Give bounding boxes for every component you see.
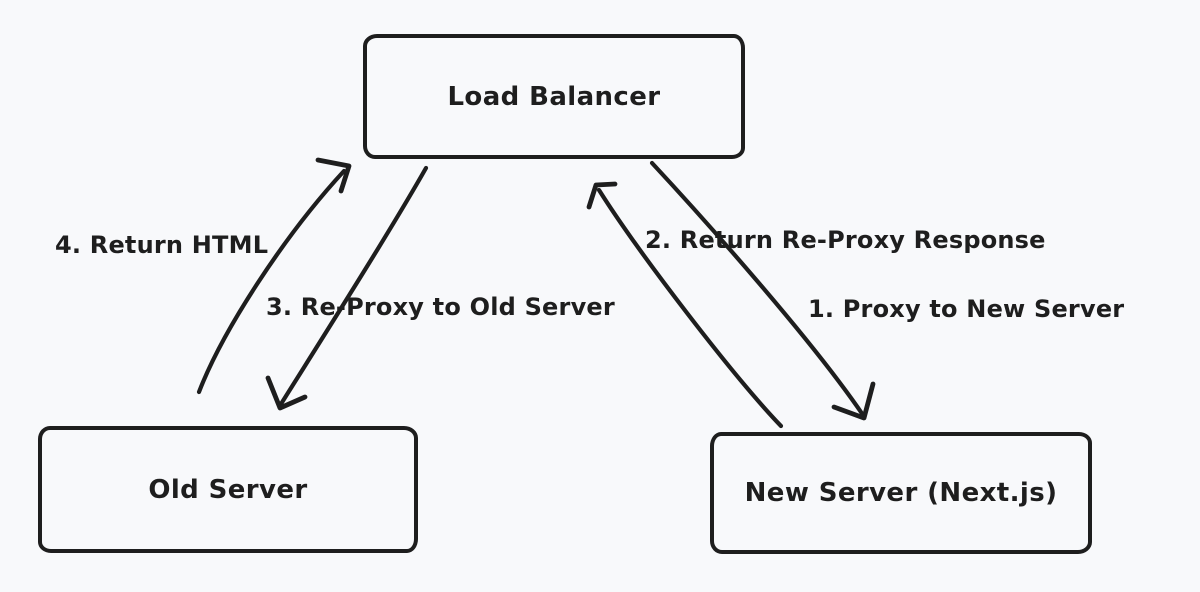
node-load-balancer-label: Load Balancer bbox=[447, 81, 661, 112]
edge-reproxy-to-old-arrowhead bbox=[265, 375, 308, 411]
node-load-balancer: Load Balancer bbox=[363, 34, 745, 159]
node-new-server: New Server (Next.js) bbox=[710, 432, 1092, 554]
edge-label-return-reproxy-response: 2. Return Re-Proxy Response bbox=[645, 226, 1046, 254]
node-new-server-label: New Server (Next.js) bbox=[744, 478, 1058, 508]
node-old-server: Old Server bbox=[38, 426, 418, 553]
edge-proxy-to-new-arrowhead bbox=[831, 381, 876, 421]
edge-return-reproxy-arrowhead bbox=[586, 181, 618, 210]
edge-return-html-shaft bbox=[196, 168, 347, 395]
edge-return-html-arrowhead bbox=[315, 157, 352, 194]
edge-label-reproxy-to-old-server: 3. Re-Proxy to Old Server bbox=[266, 293, 615, 321]
edge-return-reproxy-shaft bbox=[596, 187, 784, 429]
edge-label-proxy-to-new-server: 1. Proxy to New Server bbox=[808, 295, 1125, 323]
edge-reproxy-to-old-shaft bbox=[278, 165, 429, 407]
node-old-server-label: Old Server bbox=[148, 474, 308, 505]
edge-label-return-html: 4. Return HTML bbox=[55, 231, 269, 259]
edge-proxy-to-new-shaft bbox=[649, 160, 866, 418]
